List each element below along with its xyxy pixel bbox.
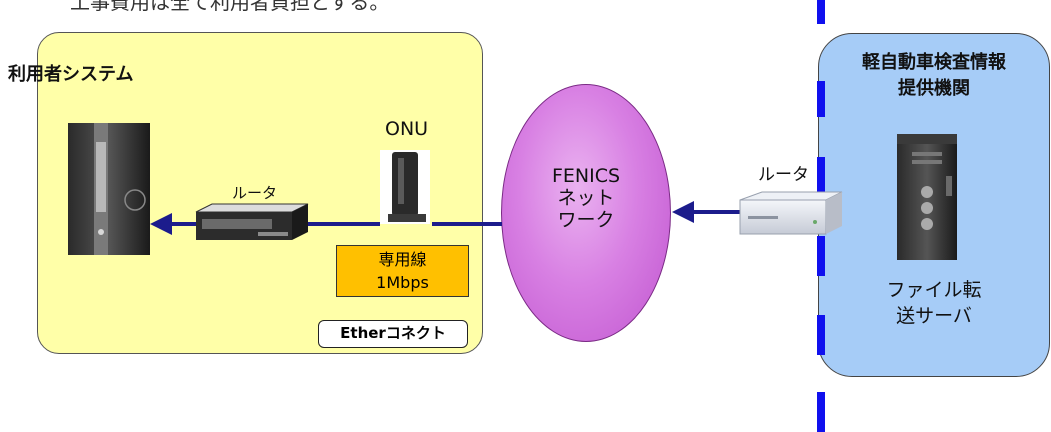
boundary-segment: [817, 392, 825, 432]
right-router-icon: [739, 191, 843, 235]
ether-connect-badge: Etherコネクト: [318, 320, 468, 348]
right-router-label: ルータ: [758, 165, 809, 185]
provider-title-line2: 提供機関: [898, 78, 970, 99]
boundary-segment: [817, 236, 825, 276]
fenics-network: [501, 84, 671, 342]
boundary-segment: [817, 315, 825, 355]
dedicated-line-box: 専用線 1Mbps: [336, 245, 469, 297]
provider-title-line1: 軽自動車検査情報: [862, 52, 1006, 73]
fenics-label: FENICS ネット ワーク: [501, 165, 671, 231]
header-note: 工事費用は全て利用者負担とする。: [70, 0, 390, 14]
fenics-label-line1: FENICS: [551, 165, 621, 187]
dedicated-line-speed: 1Mbps: [376, 273, 429, 292]
file-transfer-server-label: ファイル転 送サーバ: [818, 277, 1050, 329]
boundary-segment: [817, 0, 825, 24]
arrow-router-to-fenics: [672, 201, 740, 223]
user-server-icon: [68, 123, 150, 255]
provider-title: 軽自動車検査情報 提供機関: [818, 50, 1050, 102]
onu-label: ONU: [385, 118, 429, 140]
fenics-label-line3: ワーク: [557, 209, 615, 231]
user-system-title: 利用者システム: [8, 64, 134, 85]
left-router-icon: [195, 203, 309, 240]
fenics-label-line2: ネット: [557, 187, 615, 209]
onu-icon: [380, 150, 430, 224]
server-label-line2: 送サーバ: [896, 305, 972, 327]
provider-server-icon: [897, 134, 957, 260]
arrow-router-to-server: [150, 213, 196, 235]
server-label-line1: ファイル転: [886, 279, 982, 301]
left-router-label: ルータ: [232, 184, 278, 202]
boundary-segment: [817, 157, 825, 197]
boundary-segment: [817, 81, 825, 117]
dedicated-line-label: 専用線: [378, 250, 427, 269]
